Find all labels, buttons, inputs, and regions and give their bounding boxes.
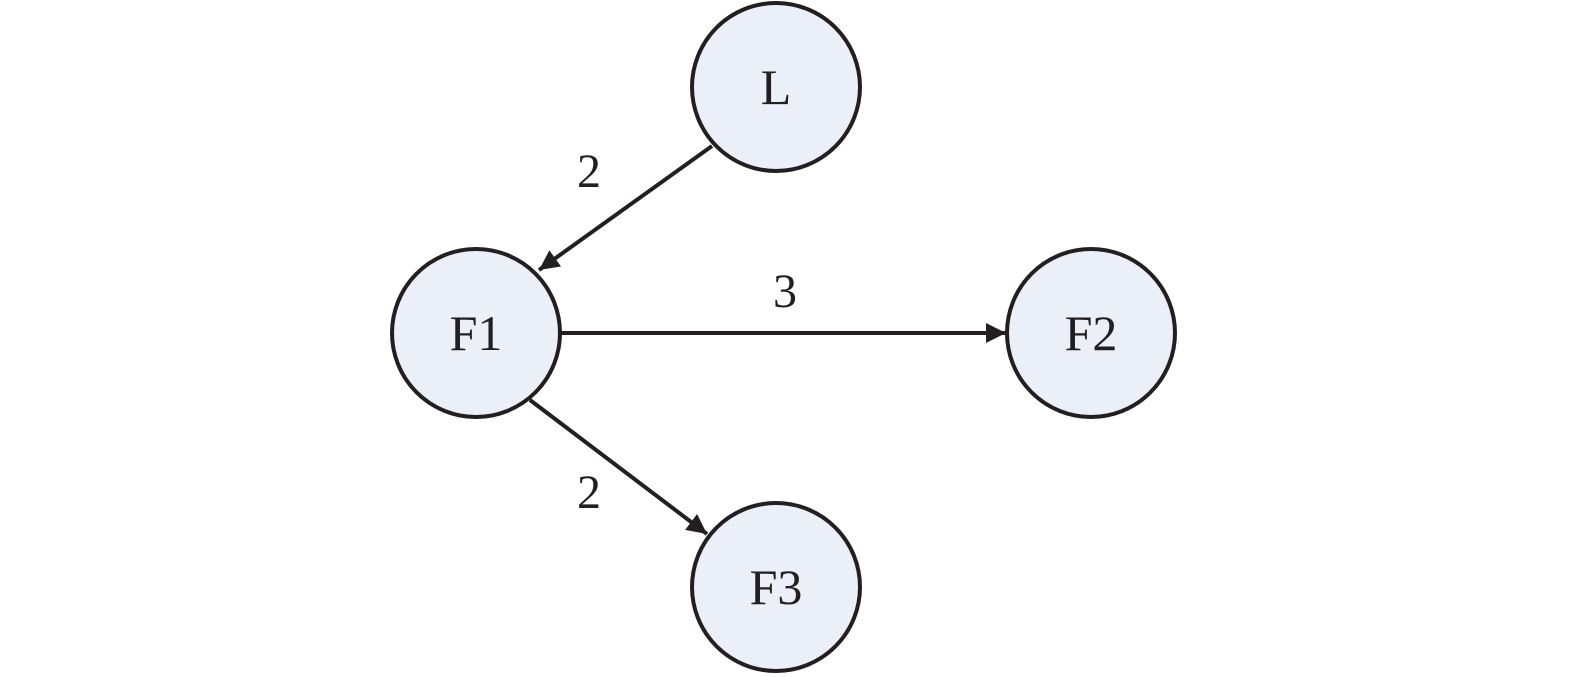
node-f2: F2 (1005, 247, 1177, 419)
edge-f1-to-f3 (528, 398, 709, 536)
edge-l-to-f1 (537, 144, 714, 272)
edge-label-f1-to-f3: 2 (577, 466, 601, 519)
node-f1: F1 (390, 247, 562, 419)
node-f2-label: F2 (1065, 305, 1118, 361)
edge-label-f1-to-f2: 3 (773, 265, 797, 318)
node-f3-circle (690, 501, 862, 673)
node-f3-label: F3 (750, 559, 803, 615)
node-f3: F3 (690, 501, 862, 673)
node-l-label: L (761, 59, 792, 115)
edge-label-l-to-f1: 2 (577, 145, 601, 198)
node-f1-label: F1 (450, 305, 503, 361)
node-l: L (690, 1, 862, 173)
edges: 2 3 2 (528, 144, 1006, 536)
node-f2-circle (1005, 247, 1177, 419)
node-f1-circle (390, 247, 562, 419)
node-l-circle (690, 1, 862, 173)
